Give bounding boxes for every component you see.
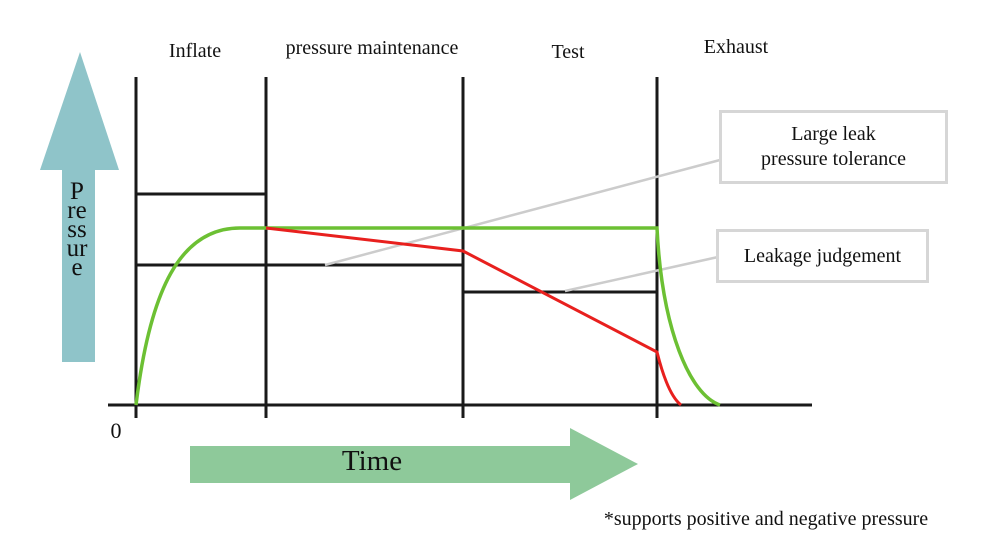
normal-pressure-curve — [134, 226, 721, 407]
origin-label: 0 — [110, 418, 122, 443]
callout-large-leak: Large leak pressure tolerance — [719, 110, 948, 184]
callout-leakage-text: Leakage judgement — [743, 244, 902, 267]
callout-leakage-judgement: Leakage judgement — [716, 229, 929, 283]
footnote: *supports positive and negative pressure — [603, 508, 929, 530]
time-axis-label: Time — [341, 445, 403, 477]
callout-large-leak-line2: pressure tolerance — [761, 148, 906, 170]
pressure-axis-label: Pressure — [66, 178, 88, 281]
time-arrow — [190, 428, 638, 500]
phase-label-maintenance: pressure maintenance — [285, 37, 459, 59]
leader-line-leakage — [564, 255, 719, 293]
leader-line-large-leak — [324, 158, 721, 267]
leak-pressure-curve — [265, 226, 683, 407]
phase-label-exhaust: Exhaust — [703, 36, 769, 58]
pressure-arrow — [40, 52, 119, 362]
phase-label-test: Test — [551, 41, 585, 63]
phase-label-inflate: Inflate — [168, 40, 222, 62]
callout-large-leak-line1: Large leak — [791, 123, 876, 145]
